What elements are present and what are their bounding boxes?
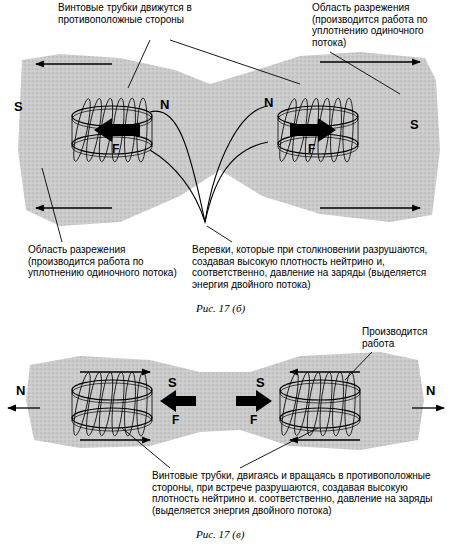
- pole-label: N: [264, 96, 273, 111]
- callout-text: Винтовые трубки, двигаясь и вращаясь в п…: [152, 470, 448, 516]
- helical-tube: [280, 390, 281, 421]
- helical-tube: [110, 372, 127, 437]
- rarefied-region: [18, 52, 440, 226]
- helical-tube: [72, 116, 73, 147]
- force-label: F: [172, 414, 179, 428]
- callout-text: Производится работа: [362, 326, 448, 349]
- helical-tube: [72, 390, 73, 421]
- force-label: F: [112, 143, 119, 157]
- helical-tube: [344, 372, 356, 436]
- figure-caption: Рис. 17 (в): [196, 528, 244, 541]
- force-label: F: [250, 414, 257, 428]
- pole-label: S: [410, 118, 419, 133]
- pole-label: N: [426, 384, 435, 399]
- pole-label: S: [256, 376, 265, 391]
- helical-tube: [318, 372, 335, 437]
- pole-label: N: [16, 384, 25, 399]
- callout-text: Веревки, которые при столкновении разруш…: [192, 244, 446, 290]
- pole-label: N: [160, 98, 169, 113]
- helical-tube: [152, 116, 153, 147]
- helical-tube: [278, 372, 301, 437]
- callout-text: Область разрежения (производится работа …: [312, 2, 448, 48]
- figure-caption: Рис. 17 (б): [196, 302, 245, 315]
- work-region: [26, 352, 424, 450]
- helical-tube: [70, 98, 93, 163]
- pole-label: S: [168, 376, 177, 391]
- helical-tube: [360, 390, 361, 421]
- helical-tube: [70, 372, 93, 437]
- force-label: F: [308, 143, 315, 157]
- pole-label: S: [14, 100, 23, 115]
- helical-tube: [152, 390, 153, 421]
- helical-tube: [136, 372, 148, 436]
- helical-tube: [278, 116, 279, 147]
- helical-tube: [123, 372, 137, 437]
- callout-text: Винтовые трубки движутся в противоположн…: [58, 2, 208, 25]
- helical-tube: [331, 372, 345, 437]
- helical-tube: [358, 116, 359, 147]
- helical-tube: [342, 98, 354, 162]
- callout-text: Область разрежения (производится работа …: [28, 244, 188, 279]
- ropes: [150, 106, 268, 222]
